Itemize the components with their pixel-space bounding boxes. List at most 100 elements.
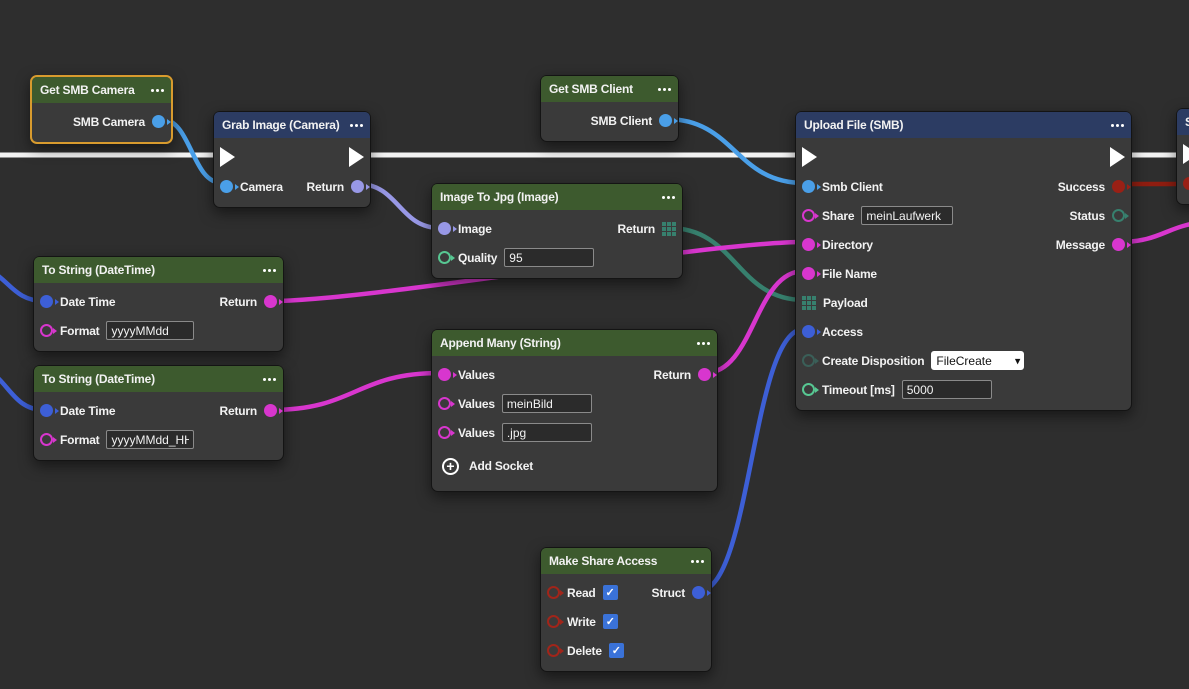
message-output-pin[interactable] — [1112, 238, 1125, 251]
access-input-pin[interactable] — [802, 325, 815, 338]
values-input-pin[interactable] — [438, 368, 451, 381]
share-input-pin[interactable] — [802, 209, 815, 222]
smb-client-output-pin[interactable] — [659, 114, 672, 127]
format-input-pin[interactable] — [40, 433, 53, 446]
input-side: Quality — [432, 248, 595, 267]
struct-output-pin[interactable] — [692, 586, 705, 599]
exec-in-pin[interactable] — [802, 147, 817, 167]
directory-input-pin[interactable] — [802, 238, 815, 251]
node-header[interactable]: Get SMB Camera — [32, 77, 171, 103]
return-output-pin[interactable] — [698, 368, 711, 381]
success-label: Success — [1057, 179, 1106, 194]
ellipsis-menu-icon[interactable] — [667, 195, 670, 199]
status-output-pin[interactable] — [1112, 209, 1125, 222]
exec-in-pin[interactable] — [220, 147, 235, 167]
node-header[interactable]: Make Share Access — [541, 548, 711, 574]
create-disposition-select-control[interactable]: FileCreate — [931, 351, 1025, 370]
create-disposition-input-pin[interactable] — [802, 354, 815, 367]
format-field[interactable] — [106, 430, 195, 449]
ellipsis-menu-icon[interactable] — [156, 88, 159, 92]
wire-tostring2-return-to-append-values[interactable] — [268, 370, 443, 413]
quality-field[interactable] — [504, 248, 595, 267]
node-make-share-access[interactable]: Make Share AccessReadStructWriteDelete — [540, 547, 712, 672]
ellipsis-menu-icon[interactable] — [355, 123, 358, 127]
socket-row: Format — [34, 425, 283, 454]
node-header[interactable]: To String (DateTime) — [34, 257, 283, 283]
node-header[interactable]: To String (DateTime) — [34, 366, 283, 392]
delete-checkbox[interactable] — [608, 643, 624, 658]
timeout-ms-field[interactable] — [901, 380, 992, 399]
output-side: Status — [1070, 209, 1131, 223]
format-field[interactable] — [106, 321, 195, 340]
add-socket-icon — [442, 457, 459, 475]
ellipsis-menu-icon[interactable] — [702, 341, 705, 345]
ellipsis-menu-icon[interactable] — [268, 377, 271, 381]
return-output-pin[interactable] — [662, 221, 676, 236]
input-side: Access — [796, 325, 863, 339]
wire-struct-to-access[interactable] — [696, 326, 807, 594]
input-input-pin[interactable] — [1183, 177, 1189, 190]
create-disposition-select[interactable]: FileCreate — [931, 351, 1025, 370]
write-checkbox[interactable] — [602, 614, 618, 629]
payload-input-pin[interactable] — [802, 295, 816, 310]
smb-client-input-pin[interactable] — [802, 180, 815, 193]
add-socket-button[interactable]: Add Socket — [432, 447, 717, 485]
file-name-input-pin[interactable] — [802, 267, 815, 280]
socket-row: SMB Camera — [32, 107, 171, 136]
ellipsis-menu-icon[interactable] — [696, 559, 699, 563]
return-output-pin[interactable] — [264, 404, 277, 417]
node-header[interactable]: Append Many (String) — [432, 330, 717, 356]
input-side: Format — [34, 430, 195, 449]
quality-input-pin[interactable] — [438, 251, 451, 264]
ellipsis-menu-icon[interactable] — [268, 268, 271, 272]
smb-client-label: SMB Client — [590, 113, 653, 128]
wire-append-return-to-file-name[interactable] — [702, 268, 807, 376]
node-header[interactable]: Upload File (SMB) — [796, 112, 1131, 138]
node-title: Make Share Access — [549, 554, 658, 568]
date-time-input-pin[interactable] — [40, 295, 53, 308]
read-checkbox[interactable] — [602, 585, 618, 600]
camera-input-pin[interactable] — [220, 180, 233, 193]
values-input-pin[interactable] — [438, 397, 451, 410]
node-header[interactable]: Image To Jpg (Image) — [432, 184, 682, 210]
format-input-pin[interactable] — [40, 324, 53, 337]
exec-out-pin[interactable] — [349, 147, 364, 167]
wire-smb-client-to-upload-smb-client[interactable] — [663, 116, 807, 186]
values-field[interactable] — [501, 423, 592, 442]
success-output-pin[interactable] — [1112, 180, 1125, 193]
return-output-pin[interactable] — [264, 295, 277, 308]
wire-jpg-return-to-upload-payload[interactable] — [666, 225, 807, 303]
node-upload-file-smb[interactable]: Upload File (SMB)Smb ClientSuccessShareS… — [795, 111, 1132, 411]
exec-in-pin[interactable] — [1183, 144, 1189, 164]
values-input-pin[interactable] — [438, 426, 451, 439]
share-field[interactable] — [861, 206, 954, 225]
node-partial-node-right[interactable]: S — [1176, 108, 1189, 205]
node-header[interactable]: Grab Image (Camera) — [214, 112, 370, 138]
image-input-pin[interactable] — [438, 222, 451, 235]
node-header[interactable]: S — [1177, 109, 1189, 135]
values-field[interactable] — [501, 394, 592, 413]
date-time-label: Date Time — [60, 294, 116, 309]
read-input-pin[interactable] — [547, 586, 560, 599]
timeout-ms-input-pin[interactable] — [802, 383, 815, 396]
delete-input-pin[interactable] — [547, 644, 560, 657]
return-output-pin[interactable] — [351, 180, 364, 193]
node-body: Smb ClientSuccessShareStatusDirectoryMes… — [796, 138, 1131, 410]
write-input-pin[interactable] — [547, 615, 560, 628]
exec-out-pin[interactable] — [1110, 147, 1125, 167]
node-append-many-string[interactable]: Append Many (String)ValuesReturnValuesVa… — [431, 329, 718, 492]
exec-row — [214, 142, 370, 172]
date-time-input-pin[interactable] — [40, 404, 53, 417]
ellipsis-menu-icon[interactable] — [663, 87, 666, 91]
node-header[interactable]: Get SMB Client — [541, 76, 678, 102]
ellipsis-menu-icon[interactable] — [1116, 123, 1119, 127]
smb-camera-output-pin[interactable] — [152, 115, 165, 128]
